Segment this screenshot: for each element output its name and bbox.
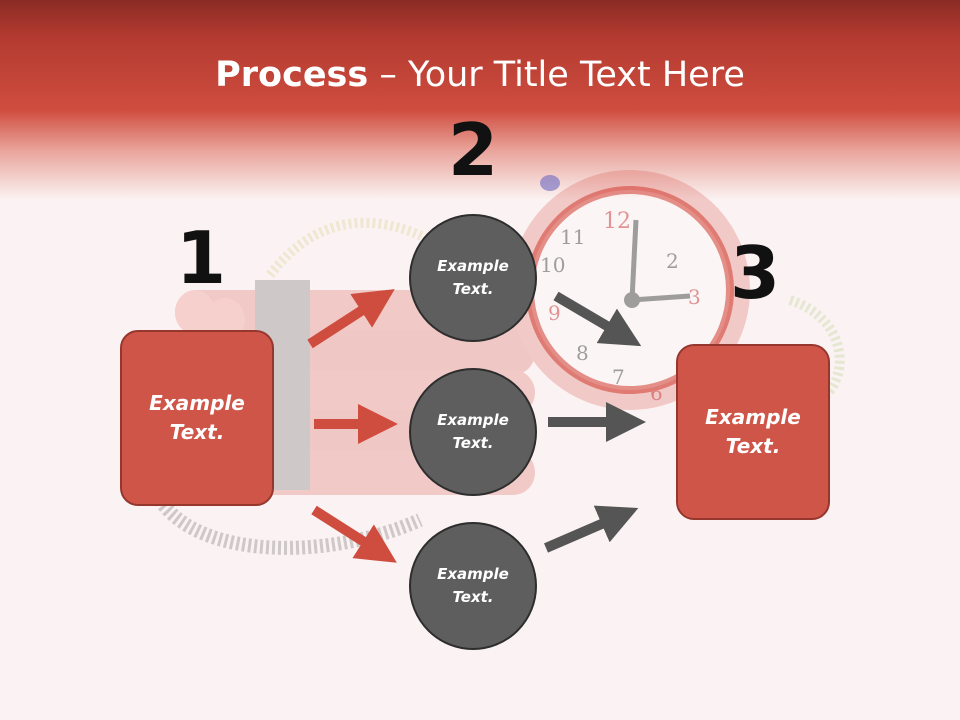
page-title: Process – Your Title Text Here — [0, 52, 960, 98]
svg-text:10: 10 — [540, 253, 565, 277]
arrow-red-down — [311, 505, 397, 563]
svg-text:2: 2 — [666, 249, 679, 273]
svg-text:3: 3 — [688, 285, 701, 309]
svg-text:9: 9 — [548, 301, 561, 325]
box-right: Example Text. — [676, 344, 830, 520]
header-band — [0, 0, 960, 200]
title-bold: Process — [215, 55, 369, 95]
step-number-2: 2 — [448, 108, 499, 192]
box-left: Example Text. — [120, 330, 274, 506]
arrow-gray-up — [544, 505, 639, 553]
circle-bottom-line1: Example — [437, 565, 509, 583]
svg-text:8: 8 — [576, 341, 589, 365]
arrow-red-up — [307, 289, 395, 349]
step-number-1: 1 — [176, 216, 227, 300]
svg-text:7: 7 — [612, 365, 625, 389]
box-right-line1: Example — [705, 405, 801, 429]
box-right-line2: Text. — [725, 434, 781, 458]
circle-middle-line2: Text. — [452, 434, 494, 452]
circle-top-line1: Example — [437, 257, 509, 275]
circle-top: Example Text. — [409, 214, 537, 342]
circle-top-line2: Text. — [452, 280, 494, 298]
svg-text:6: 6 — [650, 381, 663, 405]
circle-middle: Example Text. — [409, 368, 537, 496]
svg-text:12: 12 — [603, 209, 631, 234]
svg-text:11: 11 — [560, 225, 585, 249]
arrow-gray-down — [553, 291, 642, 347]
circle-bottom: Example Text. — [409, 522, 537, 650]
box-left-line2: Text. — [169, 420, 225, 444]
circle-bottom-line2: Text. — [452, 588, 494, 606]
box-left-line1: Example — [149, 391, 245, 415]
circle-middle-line1: Example — [437, 411, 509, 429]
step-number-3: 3 — [730, 231, 781, 315]
title-rest: – Your Title Text Here — [368, 55, 745, 95]
